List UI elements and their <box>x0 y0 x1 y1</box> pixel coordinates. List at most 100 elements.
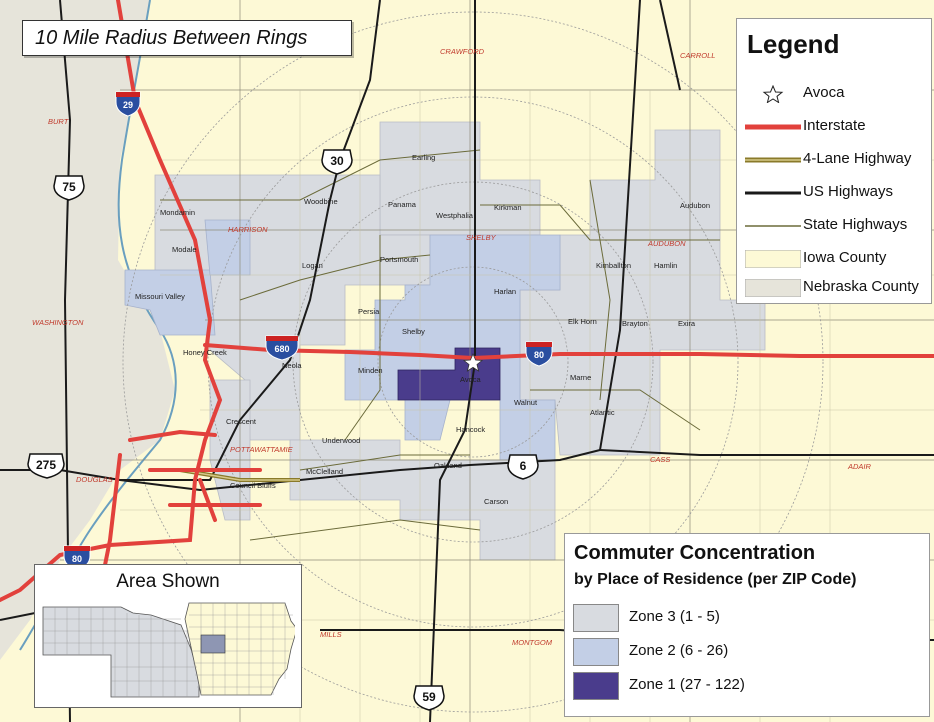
svg-text:30: 30 <box>330 154 344 168</box>
commuter-subtitle: by Place of Residence (per ZIP Code) <box>574 571 857 588</box>
town-label: Honey Creek <box>183 348 227 357</box>
county-label: POTTAWATTAMIE <box>230 445 294 454</box>
interstate-shield-680: 680 <box>265 335 299 361</box>
county-label: AUDUBON <box>647 239 686 248</box>
inset-title: Area Shown <box>116 571 220 592</box>
legend-item-iowa-county: Iowa County <box>737 244 931 274</box>
zone2-swatch <box>573 638 619 666</box>
zone-row-3: Zone 3 (1 - 5) <box>573 604 913 634</box>
town-label: Westphalia <box>436 211 474 220</box>
state-highway-line-icon <box>745 225 801 227</box>
avoca-star-icon <box>462 352 484 372</box>
town-label: Walnut <box>514 398 538 407</box>
town-label: Crescent <box>226 417 257 426</box>
town-label: Earling <box>412 153 435 162</box>
town-label: Atlantic <box>590 408 615 417</box>
county-label: WASHINGTON <box>32 318 84 327</box>
town-label: Exira <box>678 319 696 328</box>
us-shield-75: 75 <box>53 175 85 201</box>
town-label: Persia <box>358 307 380 316</box>
svg-text:680: 680 <box>274 344 289 354</box>
radius-title: 10 Mile Radius Between Rings <box>35 27 308 49</box>
town-label: Underwood <box>322 436 360 445</box>
town-label: Avoca <box>460 375 482 384</box>
svg-text:275: 275 <box>36 458 56 472</box>
county-label: CASS <box>650 455 670 464</box>
zone-row-1: Zone 1 (27 - 122) <box>573 672 913 702</box>
nebraska-county-swatch-icon <box>745 279 801 297</box>
town-label: Kimballton <box>596 261 631 270</box>
town-label: Panama <box>388 200 417 209</box>
interstate-shield-29: 29 <box>115 91 141 117</box>
town-label: Modale <box>172 245 197 254</box>
svg-text:6: 6 <box>520 459 527 473</box>
county-label: CRAWFORD <box>440 47 485 56</box>
county-labels: BURT CRAWFORD CARROLL HARRISON SHELBY AU… <box>32 47 872 647</box>
state-highways <box>160 149 720 541</box>
county-label: DOUGLAS <box>76 475 113 484</box>
town-labels: Earling Mondamin Woodbine Panama Westpha… <box>135 153 710 506</box>
town-label: Elk Horn <box>568 317 597 326</box>
us-shield-6: 6 <box>507 454 539 480</box>
county-label: HARRISON <box>228 225 268 234</box>
svg-text:80: 80 <box>534 350 544 360</box>
town-label: Logan <box>302 261 323 270</box>
svg-text:75: 75 <box>62 180 76 194</box>
town-label: Mondamin <box>160 208 195 217</box>
town-label: Woodbine <box>304 197 338 206</box>
legend-item-nebraska-county: Nebraska County <box>737 273 931 303</box>
iowa-county-swatch-icon <box>745 250 801 268</box>
county-label: MONTGOM <box>512 638 553 647</box>
town-label: Carson <box>484 497 508 506</box>
nebraska-area <box>0 0 175 660</box>
inset-map-panel: Area Shown <box>34 564 302 708</box>
star-icon <box>762 85 784 103</box>
legend-title: Legend <box>747 29 840 59</box>
town-label: Minden <box>358 366 383 375</box>
commuter-legend-panel: Commuter Concentration by Place of Resid… <box>564 533 930 717</box>
us-shield-30: 30 <box>321 149 353 175</box>
town-label: Portsmouth <box>380 255 418 264</box>
legend-item-state-highways: State Highways <box>737 211 931 241</box>
radius-title-box: 10 Mile Radius Between Rings <box>22 20 352 56</box>
county-label: CARROLL <box>680 51 715 60</box>
town-label: Hamlin <box>654 261 677 270</box>
legend-item-us-highways: US Highways <box>737 178 931 208</box>
commuter-title: Commuter Concentration <box>574 542 816 564</box>
town-label: Missouri Valley <box>135 292 185 301</box>
town-label: Shelby <box>402 327 425 336</box>
legend-panel: Legend Avoca Interstate 4-Lane Highway U… <box>736 18 932 304</box>
missouri-river <box>19 0 177 651</box>
county-label: ADAIR <box>847 462 872 471</box>
us-shield-59: 59 <box>413 685 445 711</box>
legend-item-interstate: Interstate <box>737 112 931 142</box>
zone3-swatch <box>573 604 619 632</box>
town-label: Hancock <box>456 425 485 434</box>
zone1-swatch <box>573 672 619 700</box>
interstate-shield-80: 80 <box>525 341 553 367</box>
svg-text:59: 59 <box>422 690 436 704</box>
legend-item-avoca: Avoca <box>737 79 931 109</box>
radius-rings <box>122 11 824 713</box>
town-label: Council Bluffs <box>230 481 276 490</box>
four-lane-line-icon <box>745 157 801 163</box>
town-label: Marne <box>570 373 591 382</box>
town-label: McClelland <box>306 467 343 476</box>
county-label: SHELBY <box>466 233 497 242</box>
us-shield-275: 275 <box>27 453 65 479</box>
us-highway-line-icon <box>745 191 801 195</box>
county-label: BURT <box>48 117 70 126</box>
town-label: Brayton <box>622 319 648 328</box>
zone-row-2: Zone 2 (6 - 26) <box>573 638 913 668</box>
town-label: Oakland <box>434 461 462 470</box>
county-label: MILLS <box>320 630 342 639</box>
legend-item-4-lane: 4-Lane Highway <box>737 145 931 175</box>
town-label: Audubon <box>680 201 710 210</box>
inset-map <box>42 602 295 698</box>
interstate-line-icon <box>745 124 801 130</box>
inset-highlight <box>200 634 226 654</box>
svg-text:29: 29 <box>123 100 133 110</box>
town-label: Neola <box>282 361 302 370</box>
town-label: Kirkman <box>494 203 522 212</box>
svg-text:80: 80 <box>72 554 82 564</box>
